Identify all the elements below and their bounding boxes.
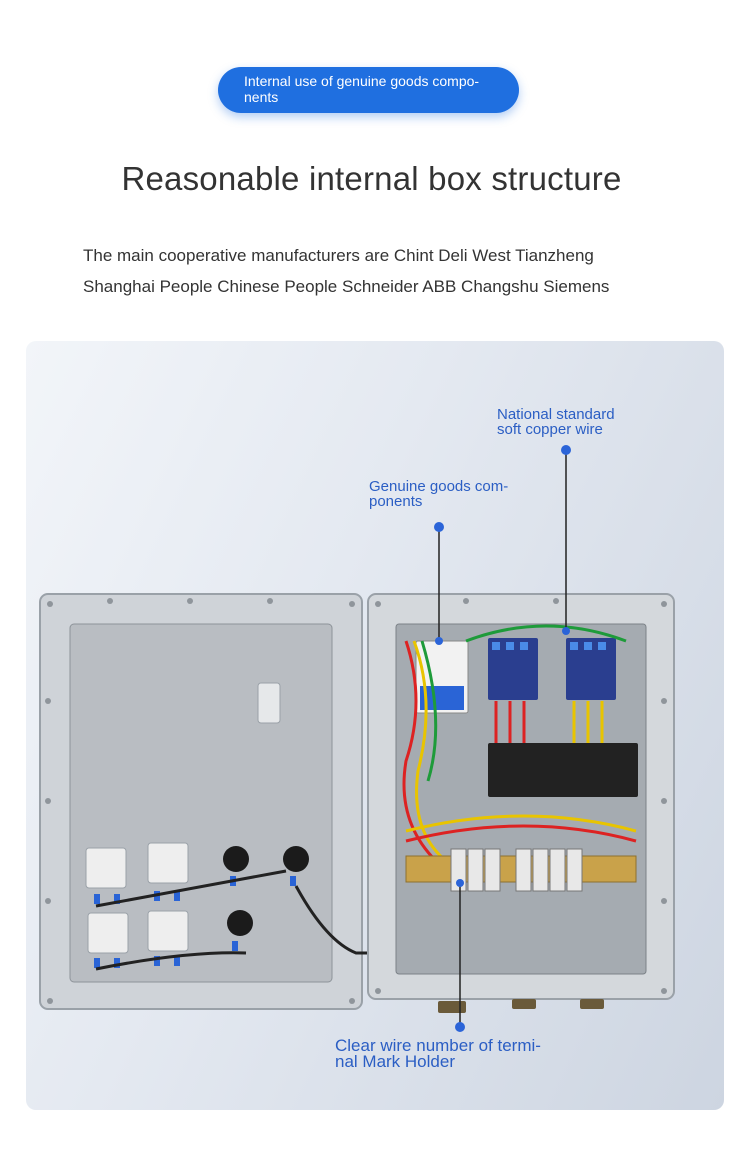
badge-line-2: nents bbox=[244, 89, 279, 105]
callout-terminal-holder-line-1: Clear wire number of termi- bbox=[335, 1036, 541, 1055]
callout-copper-wire-line-2: soft copper wire bbox=[497, 421, 603, 438]
product-photo-panel: National standard soft copper wire Genui… bbox=[26, 341, 724, 1110]
callout-genuine-components-line-2: ponents bbox=[369, 493, 423, 510]
callout-copper-wire-line-1: National standard bbox=[497, 406, 615, 423]
description-line-2: Shanghai People Chinese People Schneider… bbox=[83, 277, 610, 296]
page-title: Reasonable internal box structure bbox=[121, 160, 622, 197]
callout-terminal-holder-line-2: nal Mark Holder bbox=[335, 1052, 455, 1071]
badge-line-1: Internal use of genuine goods compo- bbox=[244, 73, 480, 89]
manufacturers-description: The main cooperative manufacturers are C… bbox=[83, 240, 683, 302]
callout-genuine-components-line-1: Genuine goods com- bbox=[369, 478, 509, 495]
callout-copper-wire: National standard soft copper wire bbox=[497, 407, 615, 437]
description-line-1: The main cooperative manufacturers are C… bbox=[83, 246, 594, 265]
callout-terminal-holder: Clear wire number of termi- nal Mark Hol… bbox=[335, 1036, 541, 1071]
distribution-box-illustration bbox=[39, 445, 675, 1032]
feature-badge: Internal use of genuine goods compo- nen… bbox=[218, 67, 519, 113]
callout-genuine-components: Genuine goods com- ponents bbox=[369, 479, 508, 509]
